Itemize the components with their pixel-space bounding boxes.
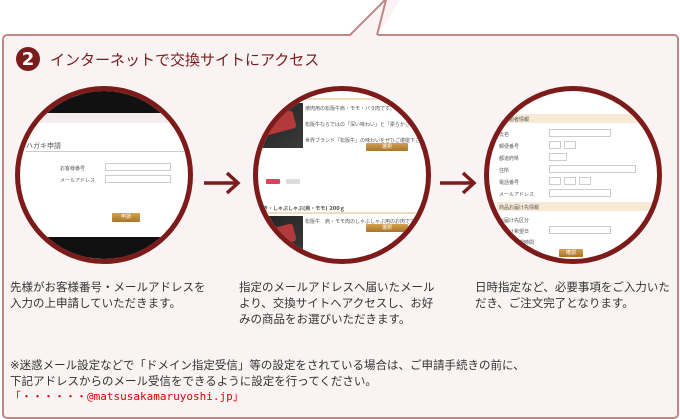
step-description-2: 指定のメールアドレスへ届いたメールより、交換サイトへアクセスし、お好みの商品をお… [239,280,435,326]
apply-heading: ハガキ申請 [26,142,61,150]
notice-line-1: ※迷惑メール設定などで「ドメイン指定受信」等の設定をされている場合は、ご申請手続… [10,358,525,372]
form-select [549,153,567,161]
form-input [564,141,576,149]
meat-image [258,103,303,148]
product-desc: 松阪牛ならではの「深い味わい」と「柔らかさ」は、焼 [305,122,430,128]
form-input [549,226,611,234]
email-label: メールアドレス [60,178,96,184]
step-number-badge: 2 [16,47,40,71]
select-button: 選択 [366,224,408,232]
section-heading: 商品お届け先情報 [499,205,540,211]
form-label: 氏名 [499,132,510,138]
select-button: 選択 [366,143,408,151]
form-input [549,177,561,185]
form-input [549,165,636,173]
arrow-right-icon [204,171,241,195]
apply-button: 申請 [112,213,140,222]
sender-address: 「・・・・・・@matsusakamaruyoshi.jp」 [10,390,244,403]
form-label: メールアドレス [499,192,535,198]
form-input [549,189,611,197]
screenshot-apply-form: ハガキ申請 お客様番号 メールアドレス 申請 [15,86,193,264]
section-heading: ご依頼者情報 [499,117,530,123]
step-description-1: 先様がお客様番号・メールアドレスを入力の上申請していただきます。 [10,280,206,310]
form-input [564,177,576,185]
product-name: 焼き・しゃぶしゃぶ(肩・モモ) 200ｇ [258,206,345,212]
form-label: 郵便番号 [499,144,520,150]
form-label: 住所 [499,168,510,174]
customer-number-label: お客様番号 [60,166,86,172]
speech-bubble-tail [349,0,400,37]
form-input [549,141,561,149]
notice: ※迷惑メール設定などで「ドメイン指定受信」等の設定をされている場合は、ご申請手続… [10,357,525,405]
step-header: 2 インターネットで交換サイトにアクセス [16,47,319,71]
form-input [579,177,591,185]
form-input [549,129,611,137]
arrow-right-icon [440,171,477,195]
notice-line-2: 下記アドレスからのメール受信をできるように設定を行ってください。 [10,374,377,388]
form-label: 都道府県 [499,156,520,162]
form-label: 電話番号 [499,180,520,186]
confirm-button: 確認 [559,249,583,257]
product-desc: 松阪牛 肩・モモ肉のしゃぶしゃぶ用のお肉です [305,219,416,225]
screenshot-order-form: ご依頼者情報 氏名 郵便番号 都道府県 住所 電話番号 メールアドレス 商品お届… [484,86,662,264]
product-desc: 焼肉用の松阪牛肩・モモ・バラ肉です。 [305,106,395,112]
meat-image [258,216,303,259]
form-label: お届け希望日 [499,229,530,235]
product-desc: 世界ブランド「松阪牛」の味わいをぜひご堪能下さい。 [305,138,431,144]
screenshot-product-select: 焼肉用の松阪牛肩・モモ・バラ肉です。 松阪牛ならではの「深い味わい」と「柔らかさ… [253,86,431,264]
form-label: お届け希望時間 [499,240,535,246]
step-title: インターネットで交換サイトにアクセス [50,50,320,69]
step-description-3: 日時指定など、必要事項をご入力いただき、ご注文完了となります。 [475,280,670,310]
customer-number-input [105,163,171,171]
form-label: お届け先区分 [499,218,530,224]
email-input [105,175,171,183]
